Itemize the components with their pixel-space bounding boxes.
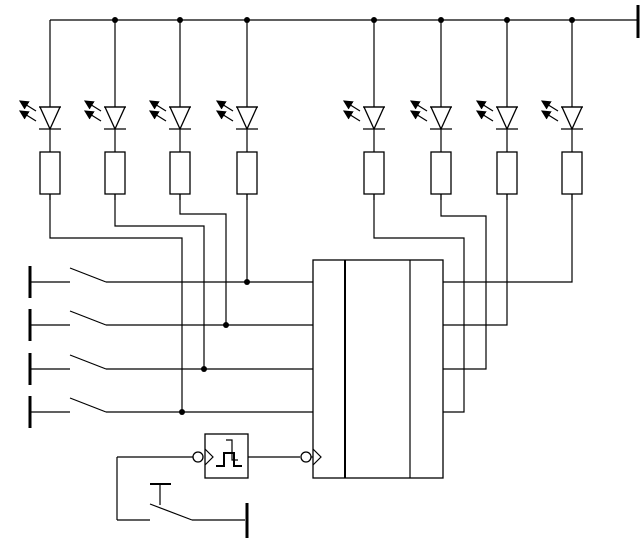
led-channel <box>18 20 62 152</box>
light-emission-arrow <box>409 110 428 122</box>
light-emission-arrow <box>540 100 559 112</box>
input-switch <box>28 353 313 385</box>
wire-led2 <box>114 194 205 369</box>
light-emission-arrow <box>18 100 37 112</box>
junction-dot <box>244 279 250 285</box>
light-emission-arrow <box>18 110 37 122</box>
switch-contact <box>69 397 107 413</box>
inverting-clock-bubble <box>300 451 312 463</box>
resistor <box>363 151 385 195</box>
input-switch <box>28 309 313 341</box>
light-emission-arrow <box>215 100 234 112</box>
pulse-waveform-icon <box>216 452 242 467</box>
led-diode-icon <box>362 106 386 131</box>
led-diode-icon <box>495 106 519 131</box>
resistor <box>561 151 583 195</box>
wire-led8 <box>443 194 573 283</box>
led-channel <box>475 20 519 152</box>
wire-led6 <box>440 194 487 370</box>
resistor <box>496 151 518 195</box>
led-diode-icon <box>103 106 127 131</box>
junction-dot <box>201 366 207 372</box>
light-emission-arrow <box>540 110 559 122</box>
wire-led7 <box>443 194 508 326</box>
light-emission-arrow <box>475 110 494 122</box>
wire-led5 <box>373 194 465 413</box>
led-channel <box>148 20 192 152</box>
light-emission-arrow <box>342 110 361 122</box>
pulse-generator <box>192 433 313 479</box>
logic-block <box>312 259 444 479</box>
resistor <box>39 151 61 195</box>
led-diode-icon <box>560 106 584 131</box>
junction-dot <box>569 17 575 23</box>
junction-dot <box>504 17 510 23</box>
light-emission-arrow <box>409 100 428 112</box>
light-emission-arrow <box>215 110 234 122</box>
input-switch <box>28 396 313 428</box>
junction-dot <box>177 17 183 23</box>
junction-dot <box>112 17 118 23</box>
led-diode-icon <box>235 106 259 131</box>
pulse-input-marker <box>204 448 214 466</box>
junction-dot <box>438 17 444 23</box>
light-emission-arrow <box>148 100 167 112</box>
inverting-input-bubble <box>192 451 204 463</box>
push-button-switch <box>116 456 249 538</box>
led-channel <box>540 20 584 152</box>
light-emission-arrow <box>475 100 494 112</box>
junction-dot <box>371 17 377 23</box>
switch-contact <box>69 354 107 370</box>
light-emission-arrow <box>83 100 102 112</box>
resistor <box>169 151 191 195</box>
light-emission-arrow <box>342 100 361 112</box>
junction-dot <box>244 17 250 23</box>
switch-contact <box>69 267 107 283</box>
wire-led1 <box>49 194 183 412</box>
clock-input-marker <box>312 448 322 466</box>
led-channel <box>215 20 259 152</box>
resistor <box>236 151 258 195</box>
led-diode-icon <box>429 106 453 131</box>
wire-led3 <box>179 194 227 325</box>
led-diode-icon <box>168 106 192 131</box>
switch-contact <box>69 310 107 326</box>
resistor <box>104 151 126 195</box>
light-emission-arrow <box>83 110 102 122</box>
junction-dot <box>223 322 229 328</box>
led-diode-icon <box>38 106 62 131</box>
junction-dot <box>179 409 185 415</box>
input-switch <box>28 266 313 298</box>
supply-bus <box>50 5 640 38</box>
light-emission-arrow <box>148 110 167 122</box>
led-channel <box>342 20 386 152</box>
resistor <box>430 151 452 195</box>
led-channel <box>409 20 453 152</box>
led-channel <box>83 20 127 152</box>
